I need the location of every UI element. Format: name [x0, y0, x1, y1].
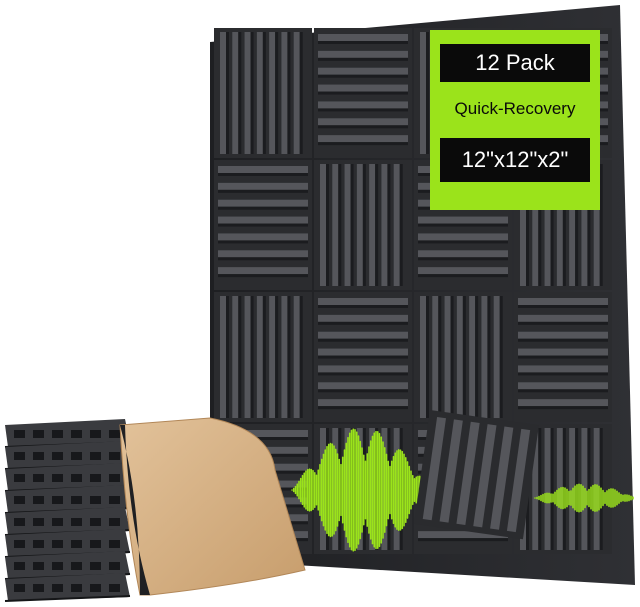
sound-wave-graphic-right — [534, 483, 634, 513]
foam-tile — [314, 28, 412, 158]
foam-tile — [214, 28, 312, 158]
adhesive-backing-sheet — [119, 417, 306, 596]
stacked-panel — [4, 507, 131, 536]
feature-label: Quick-Recovery — [454, 99, 576, 118]
pack-count-label: 12 Pack — [440, 44, 590, 82]
foam-tile — [314, 292, 412, 422]
product-feature-badge: 12 Pack Quick-Recovery 12"x12"x2" — [430, 30, 600, 210]
stacked-panel — [4, 463, 131, 492]
foam-tile — [214, 292, 312, 422]
foam-tile — [214, 160, 312, 290]
size-label: 12"x12"x2" — [440, 138, 590, 182]
foam-tile — [514, 292, 612, 422]
single-foam-tile — [413, 410, 539, 540]
stacked-foam-panels — [4, 419, 131, 602]
foam-tile — [414, 292, 512, 422]
stacked-panel — [4, 573, 131, 602]
foam-tile — [314, 160, 412, 290]
